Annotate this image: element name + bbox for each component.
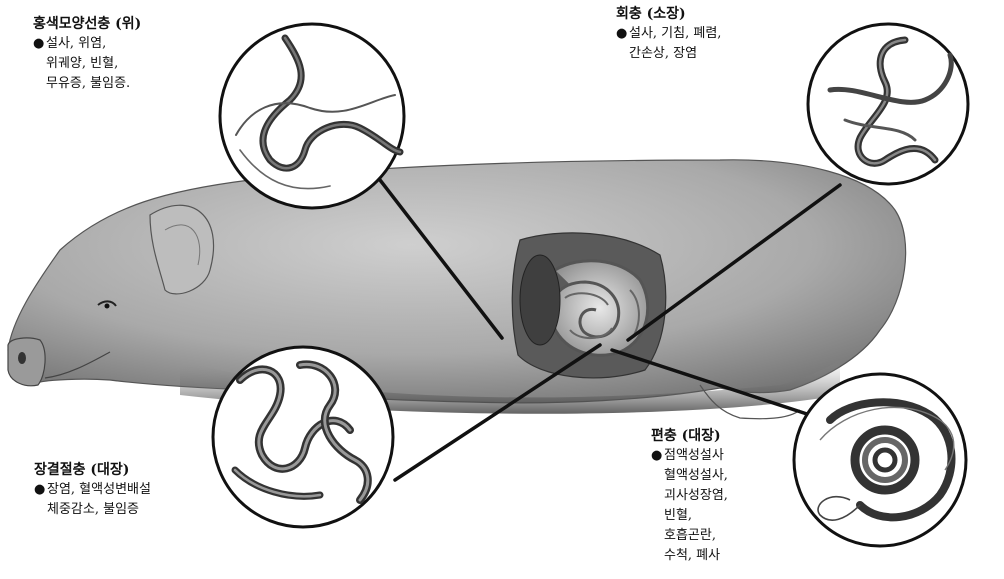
label-whipworm: 편충 (대장) ●점액성설사 혈액성설사, 괴사성장염, 빈혈, 호흡곤란, 수… <box>651 426 728 566</box>
symptom-line: 위궤양, 빈혈, <box>46 54 141 74</box>
stomach-worm-circle <box>220 24 404 208</box>
symptom-line: 점액성설사 <box>664 448 724 463</box>
label-nodular-worm-title: 장결절충 (대장) <box>34 460 151 480</box>
symptom-line: 설사, 기침, 폐렴, <box>629 26 721 41</box>
symptom-line: 체중감소, 불임증 <box>47 500 151 520</box>
symptom-line: 호흡곤란, <box>664 526 728 546</box>
symptom-line: 설사, 위염, <box>46 36 106 51</box>
pig-eye-pupil <box>105 304 110 309</box>
whipworm-circle <box>794 374 966 546</box>
pig-illustration <box>8 160 906 419</box>
symptom-line: 장염, 혈액성변배설 <box>47 482 151 497</box>
intestine-coil <box>551 261 648 356</box>
label-nodular-worm: 장결절충 (대장) ●장염, 혈액성변배설 체중감소, 불임증 <box>34 460 151 520</box>
label-whipworm-title: 편충 (대장) <box>651 426 728 446</box>
bullet-icon: ● <box>616 24 629 44</box>
pig-snout <box>8 338 45 386</box>
nodular-worm-circle <box>213 347 393 527</box>
symptom-line: 빈혈, <box>664 506 728 526</box>
bullet-icon: ● <box>33 34 46 54</box>
label-roundworm-title: 회충 (소장) <box>616 4 721 24</box>
label-stomach-worm-title: 홍색모양선충 (위) <box>33 14 141 34</box>
stomach-shape <box>520 255 560 345</box>
symptom-line: 무유증, 불임증. <box>46 74 141 94</box>
symptom-line: 간손상, 장염 <box>629 44 721 64</box>
symptom-line: 혈액성설사, <box>664 466 728 486</box>
pig-nostril <box>18 352 26 364</box>
roundworm-circle <box>808 24 968 184</box>
symptom-line: 괴사성장염, <box>664 486 728 506</box>
bullet-icon: ● <box>651 446 664 466</box>
label-roundworm: 회충 (소장) ●설사, 기침, 폐렴, 간손상, 장염 <box>616 4 721 64</box>
label-stomach-worm: 홍색모양선충 (위) ●설사, 위염, 위궤양, 빈혈, 무유증, 불임증. <box>33 14 141 94</box>
bullet-icon: ● <box>34 480 47 500</box>
symptom-line: 수척, 폐사 <box>664 546 728 566</box>
